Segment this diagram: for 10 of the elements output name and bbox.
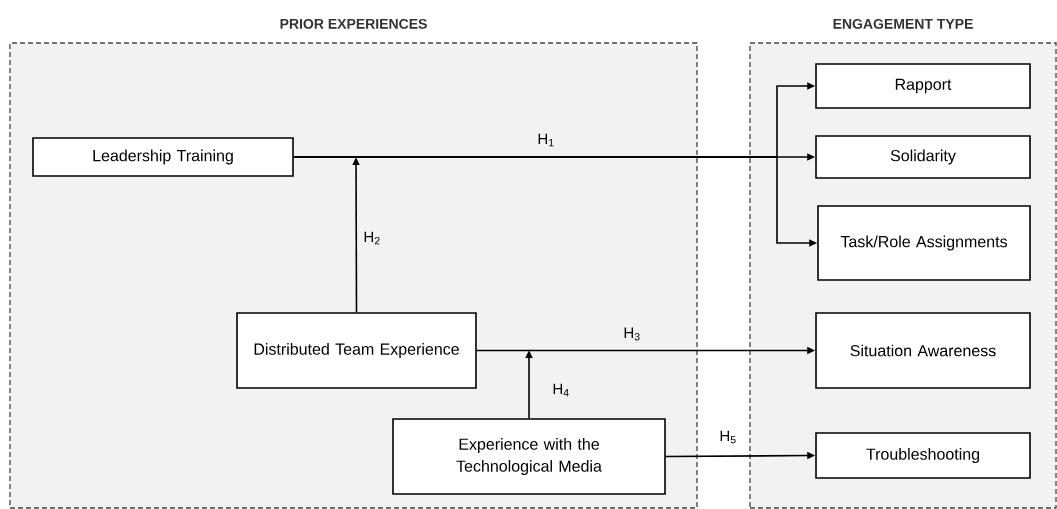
process-box: Leadership Training	[32, 137, 294, 177]
process-box: Situation Awareness	[815, 312, 1031, 389]
process-box: Distributed Team Experience	[236, 312, 477, 389]
node-label: PRIOR EXPERIENCES	[280, 18, 427, 29]
process-box: Experience with the Technological Media	[392, 418, 666, 495]
process-box: Troubleshooting	[815, 432, 1031, 479]
process-box: Task/Role Assignments	[817, 205, 1031, 281]
process-box: Solidarity	[815, 135, 1031, 179]
node-label: ENGAGEMENT TYPE	[833, 18, 973, 29]
process-box: Rapport	[815, 63, 1031, 109]
